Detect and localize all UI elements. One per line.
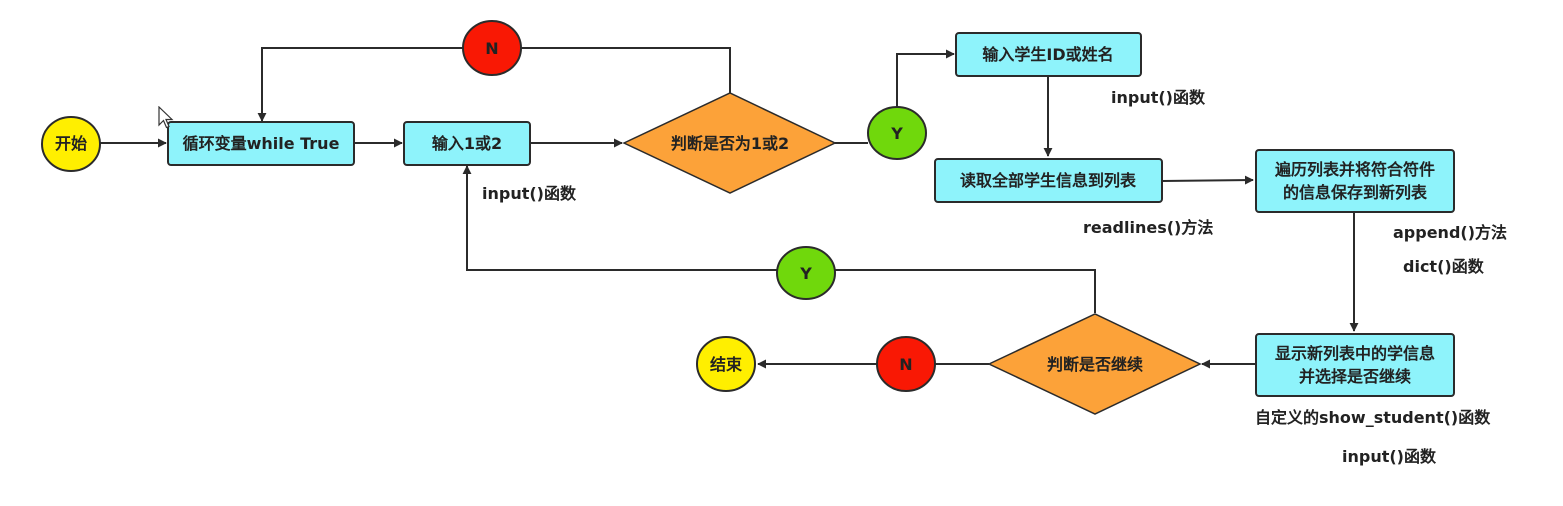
node-yes-back: Y: [776, 246, 836, 300]
annotation-input-fn-3: input()函数: [1342, 447, 1437, 466]
node-traverse-label-2: 的信息保存到新列表: [1283, 183, 1428, 202]
node-check-1-or-2-label: 判断是否为1或2: [671, 134, 789, 153]
node-loop-label: 循环变量while True: [183, 134, 340, 153]
annotation-input-fn-2: input()函数: [1111, 88, 1206, 107]
node-yes-right-label: Y: [890, 124, 903, 143]
node-input-1-or-2-label: 输入1或2: [432, 134, 502, 153]
annotation-dict: dict()函数: [1403, 257, 1485, 276]
annotations: input()函数 input()函数 readlines()方法 append…: [482, 88, 1507, 466]
node-yes-right: Y: [867, 106, 927, 160]
node-input-1-or-2: 输入1或2: [403, 121, 531, 166]
node-no-end: N: [876, 336, 936, 392]
annotation-input-fn-1: input()函数: [482, 184, 577, 203]
edges: [100, 47, 1359, 369]
node-yes-back-label: Y: [799, 264, 812, 283]
node-start: 开始: [41, 116, 101, 172]
mouse-cursor-icon: [158, 106, 174, 129]
node-loop: 循环变量while True: [167, 121, 355, 166]
node-start-label: 开始: [55, 134, 87, 153]
node-input-id: 输入学生ID或姓名: [955, 32, 1142, 77]
node-no-top-label: N: [485, 39, 498, 58]
edge-check-yes-up: [834, 269, 1096, 313]
node-no-top: N: [462, 20, 522, 76]
node-traverse-label-1: 遍历列表并将符合符件: [1274, 160, 1435, 179]
node-read-all: 读取全部学生信息到列表: [934, 158, 1163, 203]
edge-check-no-to-loop: [521, 47, 731, 93]
node-traverse: 遍历列表并将符合符件 的信息保存到新列表: [1255, 149, 1455, 213]
node-end-label: 结束: [709, 355, 743, 374]
node-input-id-label: 输入学生ID或姓名: [982, 45, 1113, 64]
node-show-label-2: 并选择是否继续: [1299, 367, 1411, 386]
node-check-continue: 判断是否继续: [987, 313, 1202, 415]
annotation-show-student: 自定义的show_student()函数: [1255, 408, 1491, 427]
edge-read-to-traverse: [1161, 175, 1254, 185]
node-check-continue-label: 判断是否继续: [1047, 355, 1143, 374]
edge-yes-to-input-id: [896, 49, 955, 108]
edge-no-to-loop: [257, 47, 463, 122]
node-end: 结束: [696, 336, 756, 392]
annotation-append: append()方法: [1393, 223, 1507, 242]
node-show: 显示新列表中的学信息 并选择是否继续: [1255, 333, 1455, 397]
node-check-1-or-2: 判断是否为1或2: [622, 92, 837, 194]
node-read-all-label: 读取全部学生信息到列表: [960, 171, 1137, 190]
node-no-end-label: N: [899, 355, 912, 374]
annotation-readlines: readlines()方法: [1083, 218, 1213, 237]
edge-yes-to-input: [462, 165, 777, 271]
node-show-label-1: 显示新列表中的学信息: [1275, 344, 1435, 363]
